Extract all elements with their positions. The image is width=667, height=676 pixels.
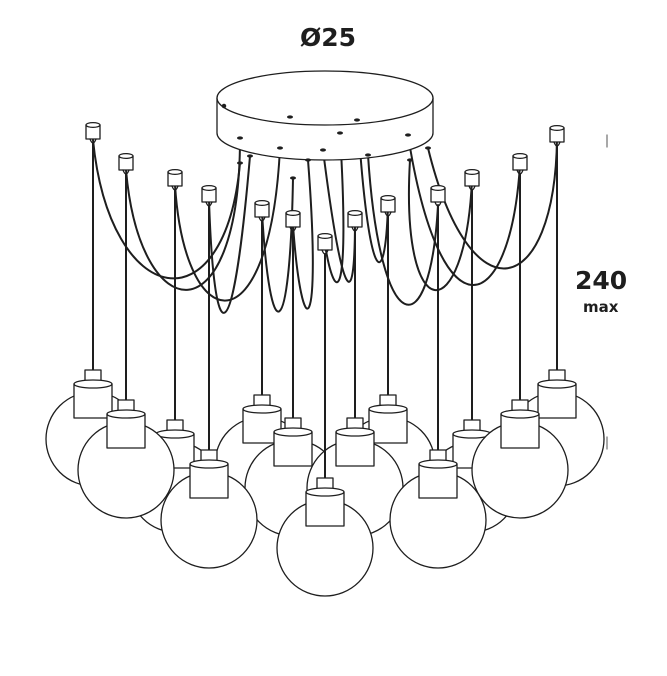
pendant-lamp [77,152,175,519]
pendant-lamp [389,184,487,569]
cable [407,134,521,286]
cable [125,137,241,291]
cable [408,159,473,291]
cable-group [92,119,558,314]
pendant-lamp [276,232,374,597]
cable [292,159,314,310]
cable [324,132,345,284]
cable [208,155,251,314]
cable [427,137,558,270]
pendant-lamp [160,184,258,569]
ceiling-canopy [216,70,434,180]
height-unit: max [583,298,619,316]
cable [174,147,281,302]
cable [357,119,389,264]
cable [92,139,241,280]
diameter-label: Ø25 [300,23,357,52]
pendant-lamp [471,152,569,519]
lamp-group [45,121,605,597]
cable [261,177,294,313]
height-value: 240 [575,266,628,295]
cable [367,154,439,306]
